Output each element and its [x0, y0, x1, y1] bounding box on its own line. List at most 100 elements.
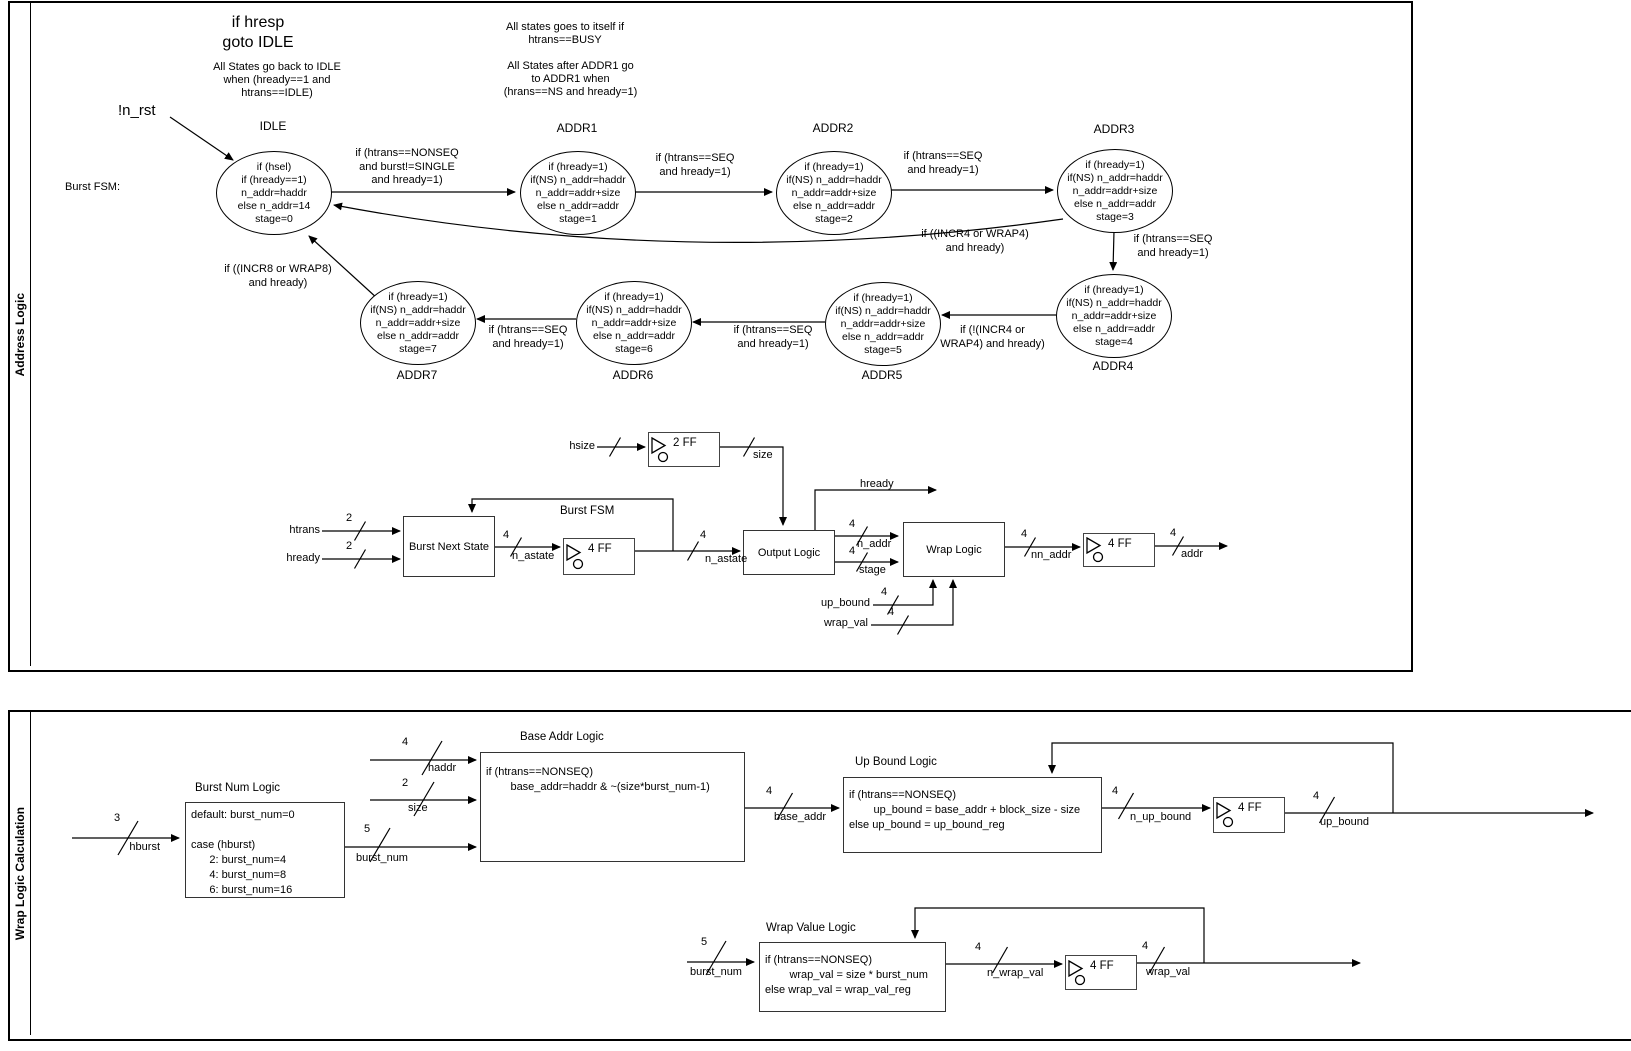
size-bus-width: 2 [402, 777, 409, 789]
clock-icon [651, 436, 669, 462]
addr-ff-label: 4 FF [1108, 538, 1132, 550]
label-addr1-addr2: if (htrans==SEQ and hready=1) [655, 152, 735, 178]
label-addr3-idle: if ((INCR4 or WRAP4) and hready) [921, 228, 1029, 254]
label-addr4-addr5: if (!(INCR4 or WRAP4) and hready) [940, 324, 1045, 350]
n-astate2-label: n_astate [705, 553, 748, 565]
state-addr2-name: ADDR2 [812, 121, 854, 135]
n-astate1-width: 4 [503, 529, 510, 541]
state-idle: if (hsel) if (hready==1) n_addr=haddr el… [216, 151, 332, 235]
hready-width: 2 [346, 540, 353, 552]
wrap-value-logic-title: Wrap Value Logic [766, 922, 856, 934]
wrap-val-out-label: wrap_val [1146, 966, 1191, 978]
hready-out-label: hready [860, 478, 894, 490]
state-addr1: if (hready=1) if(NS) n_addr=haddr n_addr… [520, 151, 636, 235]
label-addr5-addr6: if (htrans==SEQ and hready=1) [733, 324, 813, 350]
stage-label: stage [859, 564, 886, 576]
state-addr4-name: ADDR4 [1092, 359, 1134, 373]
n-addr-width: 4 [849, 518, 856, 530]
wrap-val-out-width: 4 [1142, 940, 1149, 952]
state-addr7: if (hready=1) if(NS) n_addr=haddr n_addr… [360, 281, 476, 365]
astate-flipflop: 4 FF [563, 538, 635, 575]
size-bus-label: size [408, 802, 428, 814]
base-addr-label: base_addr [774, 811, 826, 823]
address-logic-panel-label: Address Logic [13, 292, 27, 377]
addr-flipflop: 4 FF [1083, 533, 1155, 567]
burst-num-logic-title: Burst Num Logic [195, 782, 281, 794]
astate-ff-label: 4 FF [588, 543, 612, 555]
address-logic-panel [8, 1, 1413, 672]
state-addr1-body: if (hready=1) if(NS) n_addr=haddr n_addr… [530, 160, 626, 225]
n-astate1-label: n_astate [512, 550, 555, 562]
state-addr7-body: if (hready=1) if(NS) n_addr=haddr n_addr… [370, 290, 466, 355]
htrans-width: 2 [346, 512, 353, 524]
wrap-value-logic-block: if (htrans==NONSEQ) wrap_val = size * bu… [759, 942, 946, 1012]
label-addr7-idle: if ((INCR8 or WRAP8) and hready) [224, 263, 332, 289]
state-addr4-body: if (hready=1) if(NS) n_addr=haddr n_addr… [1066, 283, 1162, 348]
state-addr2-body: if (hready=1) if(NS) n_addr=haddr n_addr… [786, 160, 882, 225]
n-up-bound-width: 4 [1112, 785, 1119, 797]
wrap-val-in-label: wrap_val [823, 617, 868, 629]
clock-icon [1216, 802, 1234, 828]
up-bound-logic-block: if (htrans==NONSEQ) up_bound = base_addr… [843, 777, 1102, 853]
state-addr2: if (hready=1) if(NS) n_addr=haddr n_addr… [776, 151, 892, 235]
burst-fsm-caption: Burst FSM: [65, 181, 121, 193]
label-idle-addr1: if (htrans==NONSEQ and burst!=SINGLE and… [355, 147, 459, 186]
addr-width: 4 [1170, 527, 1177, 539]
state-addr3: if (hready=1) if(NS) n_addr=haddr n_addr… [1057, 149, 1173, 233]
hsize-label: hsize [569, 440, 595, 452]
burst-num2-label: burst_num [690, 966, 742, 978]
label-addr6-addr7: if (htrans==SEQ and hready=1) [488, 324, 568, 350]
wrap-val-ff-label: 4 FF [1090, 960, 1114, 972]
reset-signal-label: !n_rst [118, 102, 156, 119]
addr-label: addr [1181, 548, 1204, 560]
note-addr1-return: All States after ADDR1 go to ADDR1 when … [503, 60, 638, 98]
note-hresp: if hresp goto IDLE [222, 14, 294, 51]
note-idle-return: All States go back to IDLE when (hready=… [213, 61, 341, 99]
state-addr5-name: ADDR5 [861, 368, 903, 382]
wrap-logic-side-column: Wrap Logic Calculation [10, 712, 31, 1035]
wrap-logic-block: Wrap Logic [903, 522, 1005, 577]
burst-num-logic-block: default: burst_num=0 case (hburst) 2: bu… [185, 802, 345, 898]
up-bound-ff-label: 4 FF [1238, 802, 1262, 814]
n-addr-label: n_addr [857, 538, 892, 550]
state-addr4: if (hready=1) if(NS) n_addr=haddr n_addr… [1056, 274, 1172, 358]
note-busy: All states goes to itself if htrans==BUS… [506, 21, 624, 46]
state-addr5-body: if (hready=1) if(NS) n_addr=haddr n_addr… [835, 291, 931, 356]
up-bound-flipflop: 4 FF [1213, 797, 1285, 833]
state-addr6: if (hready=1) if(NS) n_addr=haddr n_addr… [576, 281, 692, 365]
state-addr6-body: if (hready=1) if(NS) n_addr=haddr n_addr… [586, 290, 682, 355]
hready-label: hready [286, 552, 320, 564]
burst-next-state-block: Burst Next State [403, 516, 495, 577]
state-addr5: if (hready=1) if(NS) n_addr=haddr n_addr… [825, 282, 941, 366]
n-wrap-val-width: 4 [975, 941, 982, 953]
burst-num-label: burst_num [356, 852, 408, 864]
base-addr-logic-title: Base Addr Logic [520, 731, 604, 743]
up-bound-logic-title: Up Bound Logic [855, 756, 937, 768]
haddr-width: 4 [402, 736, 409, 748]
up-bound-in-label: up_bound [821, 597, 870, 609]
hburst-label: hburst [129, 841, 160, 853]
label-addr2-addr3: if (htrans==SEQ and hready=1) [903, 150, 983, 176]
label-addr3-addr4: if (htrans==SEQ and hready=1) [1133, 233, 1213, 259]
hburst-width: 3 [114, 812, 121, 824]
address-logic-side-column: Address Logic [10, 3, 31, 666]
base-addr-width: 4 [766, 785, 773, 797]
state-addr3-body: if (hready=1) if(NS) n_addr=haddr n_addr… [1067, 158, 1163, 223]
state-addr7-name: ADDR7 [396, 368, 438, 382]
wrap-val-in-width: 4 [888, 606, 895, 618]
state-idle-body: if (hsel) if (hready==1) n_addr=haddr el… [237, 160, 311, 225]
burst-fsm-block-title: Burst FSM [560, 505, 615, 517]
htrans-label: htrans [289, 524, 320, 536]
state-addr6-name: ADDR6 [612, 368, 654, 382]
burst-num-width: 5 [364, 823, 371, 835]
base-addr-logic-block: if (htrans==NONSEQ) base_addr=haddr & ~(… [480, 752, 745, 862]
burst-num2-width: 5 [701, 936, 708, 948]
state-addr3-name: ADDR3 [1093, 122, 1135, 136]
wrap-val-flipflop: 4 FF [1065, 955, 1137, 990]
state-idle-name: IDLE [259, 119, 287, 133]
up-bound-out-width: 4 [1313, 790, 1320, 802]
n-wrap-val-label: n_wrap_val [987, 967, 1044, 979]
n-astate2-width: 4 [700, 529, 707, 541]
nn-addr-width: 4 [1021, 528, 1028, 540]
